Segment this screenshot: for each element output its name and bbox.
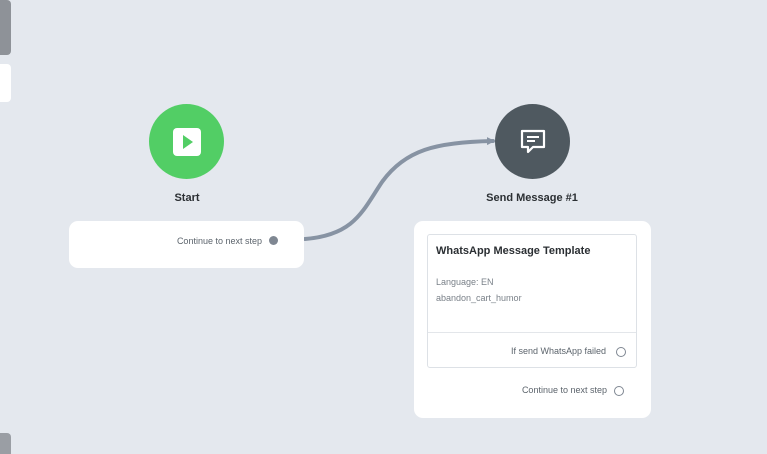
start-node-title: Start xyxy=(174,192,200,204)
send-message-node-title: Send Message #1 xyxy=(486,192,578,204)
chat-message-icon xyxy=(520,129,545,153)
template-divider xyxy=(428,332,636,333)
send-failed-label: If send WhatsApp failed xyxy=(510,346,606,356)
play-icon xyxy=(172,127,201,156)
left-panel-bottom-handle[interactable] xyxy=(0,433,11,454)
send-continue-output-handle[interactable] xyxy=(614,386,624,396)
start-continue-label: Continue to next step xyxy=(176,236,262,246)
template-language: Language: EN xyxy=(436,277,494,287)
send-message-node-card[interactable]: WhatsApp Message Template Language: EN a… xyxy=(414,221,651,418)
start-node-card[interactable]: Continue to next step xyxy=(69,221,304,268)
template-title: WhatsApp Message Template xyxy=(436,245,591,257)
left-panel-handle[interactable] xyxy=(0,0,11,55)
whatsapp-template-box[interactable]: WhatsApp Message Template Language: EN a… xyxy=(427,234,637,368)
template-name: abandon_cart_humor xyxy=(436,293,522,303)
send-continue-label: Continue to next step xyxy=(521,385,607,395)
left-panel-tab[interactable] xyxy=(0,64,11,102)
start-output-handle[interactable] xyxy=(269,236,278,245)
send-failed-output-handle[interactable] xyxy=(616,347,626,357)
send-message-node-circle[interactable] xyxy=(495,104,570,179)
start-node-circle[interactable] xyxy=(149,104,224,179)
